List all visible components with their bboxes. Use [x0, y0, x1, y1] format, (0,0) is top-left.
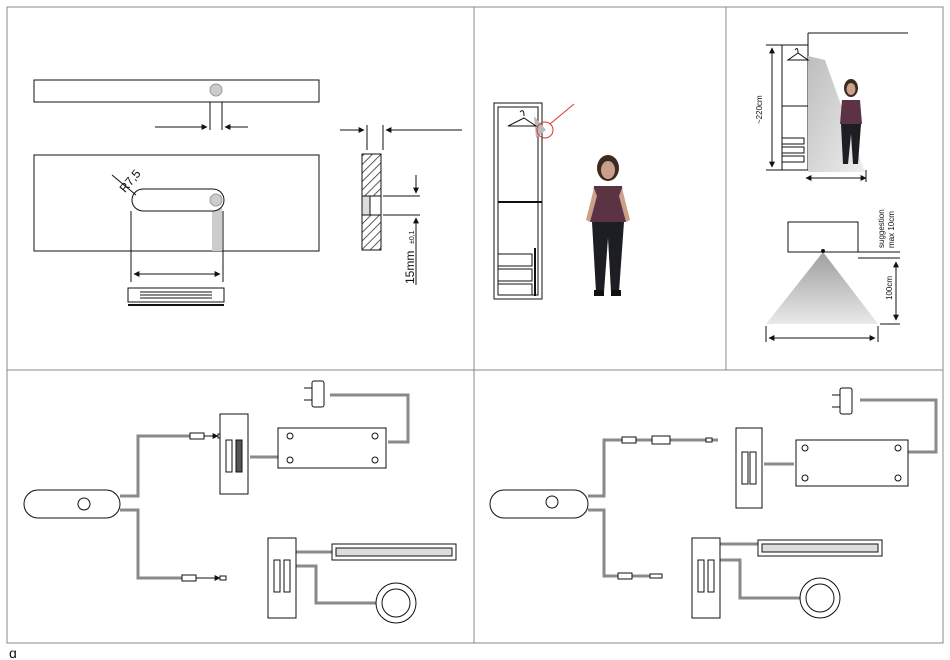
shelf-top-view	[788, 222, 858, 252]
plug-icon	[832, 388, 852, 414]
panel-wiring-a	[24, 381, 456, 623]
distributor-box	[736, 428, 762, 508]
sensor-switch	[24, 490, 120, 518]
panel-cutout-dimensions: R7,5 15mm ±0,1	[34, 80, 462, 305]
max-distance-label: max 10cm	[887, 211, 896, 248]
tolerance-label: ±0,1	[409, 230, 416, 244]
light-beam	[534, 116, 546, 138]
suggestion-label: suggestion	[877, 209, 886, 248]
height-label: ~220cm	[755, 95, 764, 124]
panel-height-distance: ~220cm suggestion max 10cm 100cm	[755, 33, 908, 342]
corner-mark: ɑ	[9, 645, 17, 660]
drill-hole	[210, 84, 222, 96]
person-figure	[586, 155, 630, 296]
distributor-box	[268, 538, 296, 618]
sensor-switch	[490, 490, 588, 518]
plug-icon	[304, 381, 324, 407]
panel-wardrobe	[494, 103, 630, 299]
distributor-box	[692, 538, 720, 618]
distance-label: 100cm	[885, 276, 894, 300]
driver-unit	[796, 440, 908, 486]
driver-unit	[278, 428, 386, 468]
top-rail	[34, 80, 319, 102]
panel-wiring-b	[490, 388, 936, 618]
hanger-icon	[508, 111, 536, 126]
slot-depth-label: 15mm	[403, 251, 417, 284]
distributor-box	[220, 414, 248, 494]
hanger-icon	[788, 49, 808, 60]
